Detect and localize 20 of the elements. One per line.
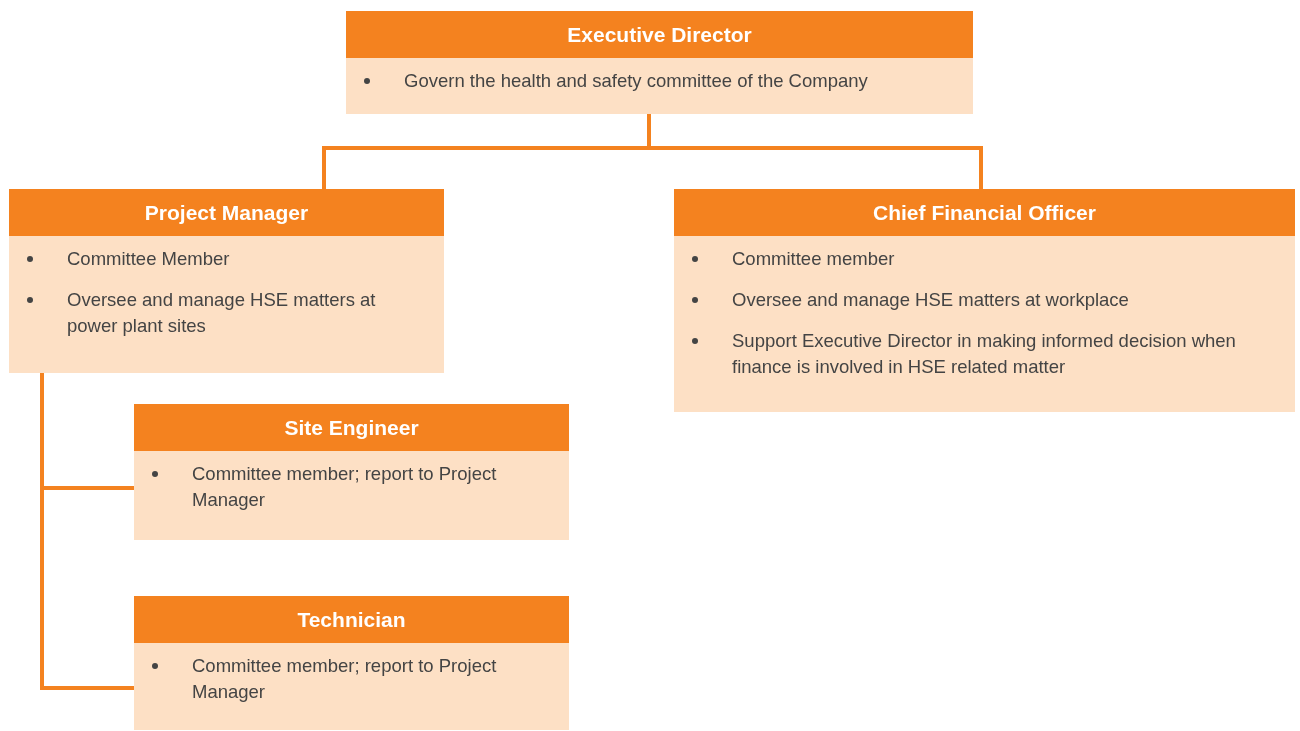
connector-line <box>40 373 134 690</box>
role-card <box>134 596 569 730</box>
role-title: Site Engineer <box>134 404 569 451</box>
bullet-point: Support Executive Director in making informed decision when finance is involved in HSE related matter <box>732 330 1236 377</box>
role-title: Project Manager <box>9 189 444 236</box>
connector-line <box>647 114 983 189</box>
bullet-point: Committee member <box>732 248 895 269</box>
role-card <box>674 189 1295 412</box>
role-title: Chief Financial Officer <box>674 189 1295 236</box>
bullet-point: Oversee and manage HSE matters at workplace <box>732 289 1129 310</box>
bullet-point: Govern the health and safety committee of the Company <box>404 70 868 91</box>
role-title: Executive Director <box>346 11 973 58</box>
role-card <box>134 404 569 540</box>
bullet-point: Committee Member <box>67 248 230 269</box>
role-card <box>346 11 973 114</box>
role-card <box>9 189 444 373</box>
role-title: Technician <box>134 596 569 643</box>
bullet-point: Committee member; report to Project Manager <box>192 655 497 702</box>
bullet-point: Committee member; report to Project Manager <box>192 463 497 510</box>
bullet-point: Oversee and manage HSE matters at power plant sites <box>67 289 376 336</box>
